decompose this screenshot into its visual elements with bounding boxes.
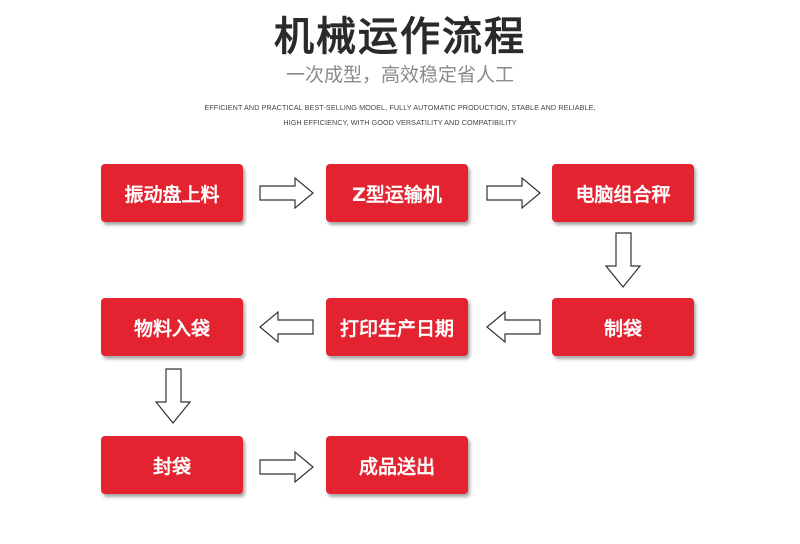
english-description: EFFICIENT AND PRACTICAL BEST-SELLING MOD…: [180, 100, 620, 130]
page-subtitle: 一次成型，高效稳定省人工: [285, 64, 514, 86]
english-line-2: HIGH EFFICIENCY, WITH GOOD VERSATILITY A…: [283, 118, 517, 127]
step-vibration-feeder: 振动盘上料: [101, 164, 243, 222]
arrow-right-icon: [259, 450, 314, 484]
arrow-down-icon: [604, 232, 642, 288]
step-date-printing: 打印生产日期: [326, 298, 468, 356]
step-material-filling: 物料入袋: [101, 298, 243, 356]
step-bag-sealing: 封袋: [101, 436, 243, 494]
page-title: 机械运作流程: [274, 14, 526, 60]
step-combination-weigher: 电脑组合秤: [552, 164, 694, 222]
arrow-down-icon: [154, 368, 192, 424]
step-product-output: 成品送出: [326, 436, 468, 494]
arrow-right-icon: [259, 176, 314, 210]
arrow-left-icon: [486, 310, 541, 344]
step-bag-making: 制袋: [552, 298, 694, 356]
english-line-1: EFFICIENT AND PRACTICAL BEST-SELLING MOD…: [204, 103, 596, 112]
step-z-conveyor: Z型运输机: [326, 164, 468, 222]
arrow-right-icon: [486, 176, 541, 210]
arrow-left-icon: [259, 310, 314, 344]
